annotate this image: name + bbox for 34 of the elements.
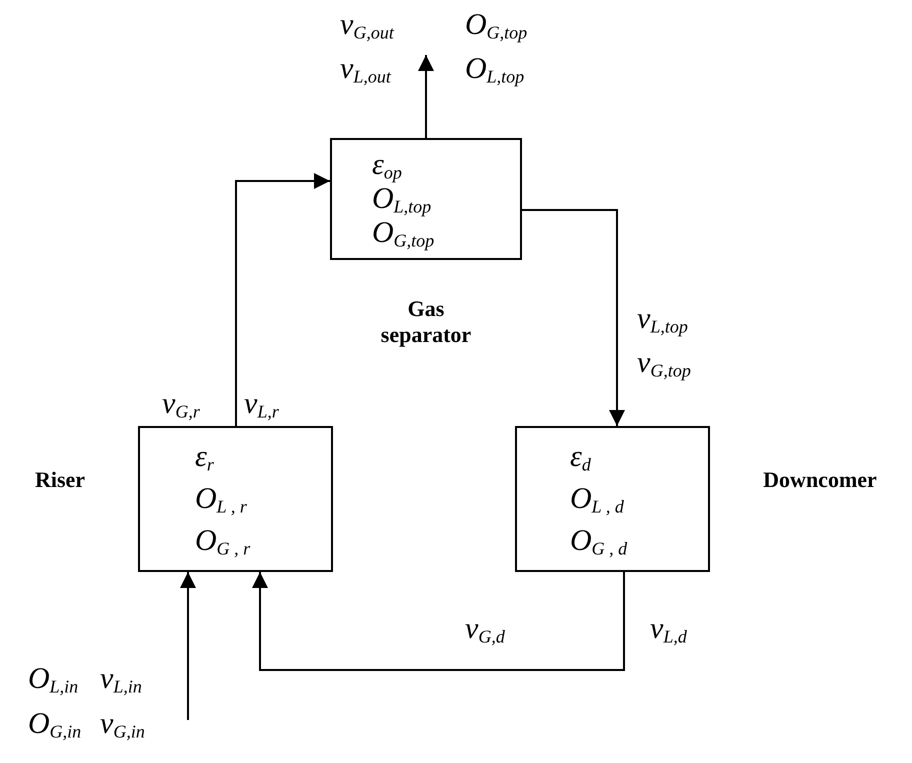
unit-label: Riser [34,467,86,493]
variable-symbol: v$_{L,top}$ [637,302,688,338]
variable-symbol: O$_{L,top}$ [465,52,524,88]
variable-symbol: O$_{L,top}$ [372,182,432,218]
variable-symbol: v$_{L,r}$ [244,387,279,424]
flow-arrow [418,55,434,138]
process-box [515,426,710,572]
variable-symbol: O$_{L , r}$ [195,482,247,518]
variable-symbol: v$_{L,in}$ [100,662,142,698]
variable-symbol: O$_{G,top}$ [372,216,434,252]
flow-arrow [252,572,625,671]
variable-symbol: O$_{L , d}$ [570,482,624,518]
variable-symbol: ε$_{r}$ [195,440,214,476]
flow-arrow [522,209,625,426]
process-box [330,138,522,260]
variable-symbol: ε$_{d}$ [570,440,591,476]
variable-symbol: v$_{G,out}$ [340,8,394,44]
variable-symbol: O$_{G,in}$ [28,707,82,744]
variable-symbol: O$_{G,top}$ [465,8,528,44]
process-box [138,426,333,572]
unit-label: Gas separator [380,296,472,348]
variable-symbol: v$_{G,top}$ [637,346,691,382]
flow-arrow [235,173,330,426]
variable-symbol: v$_{G,r}$ [162,387,200,424]
variable-symbol: O$_{G , d}$ [570,524,628,560]
unit-label: Downcomer [762,467,878,493]
variable-symbol: O$_{L,in}$ [28,662,78,698]
variable-symbol: O$_{G , r}$ [195,524,250,560]
flow-arrow [180,572,196,720]
variable-symbol: v$_{G,d}$ [465,612,505,648]
variable-symbol: v$_{L,d}$ [650,612,687,648]
variable-symbol: v$_{L,out}$ [340,52,391,88]
variable-symbol: ε$_{op}$ [372,148,402,184]
variable-symbol: v$_{G,in}$ [100,707,145,744]
